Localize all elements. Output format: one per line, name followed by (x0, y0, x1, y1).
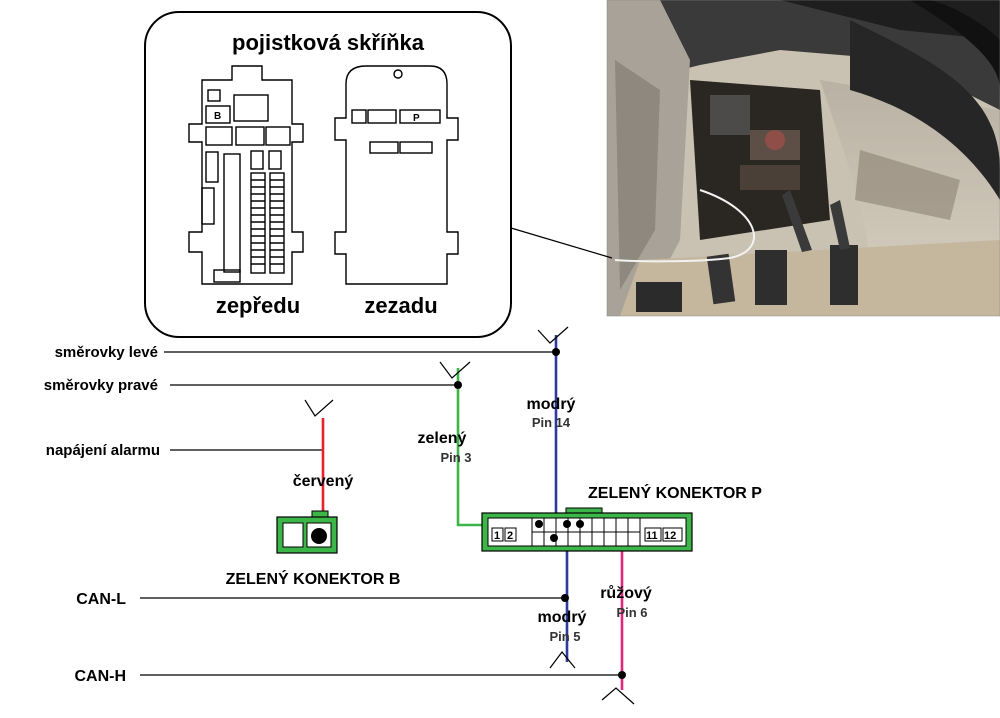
blue-top-wire-pin: Pin 14 (532, 415, 571, 430)
rear-slot-label: P (413, 113, 420, 124)
blue-top-wire-label: modrý (527, 396, 576, 413)
blue-bottom-wire-label: modrý (538, 609, 587, 626)
junction-dots (454, 348, 626, 679)
connector-b-pin-dot (311, 528, 327, 544)
can-l-label: CAN-L (76, 591, 126, 608)
connector-p-title: ZELENÝ KONEKTOR P (588, 483, 762, 502)
connector-p (481, 507, 693, 552)
blue-bottom-wire-pin: Pin 5 (549, 629, 580, 644)
red-wire-break-icon (304, 399, 334, 417)
connector-p-pin-1: 1 (494, 530, 500, 542)
rear-slot-p (399, 109, 441, 124)
car-interior-photo (606, 0, 1000, 317)
fuse-box-panel: pojistková skříňka (144, 11, 512, 338)
connector-b-title: ZELENÝ KONEKTOR B (226, 569, 401, 588)
pink-wire-pin: Pin 6 (616, 605, 647, 620)
green-wire (456, 368, 488, 527)
front-slot-b (205, 105, 231, 124)
green-wire-pin: Pin 3 (440, 450, 471, 465)
red-wire-label: červený (293, 473, 354, 490)
fuse-box-front-view (188, 65, 304, 285)
green-wire-break-icon (439, 361, 471, 379)
blue-wire-bottom-break-icon (549, 651, 576, 669)
connector-p-pin-2: 2 (507, 530, 513, 542)
blue-wire-top-break-icon (537, 326, 569, 344)
left-turn-label: směrovky levé (55, 344, 158, 361)
can-h-label: CAN-H (74, 668, 126, 685)
harness-lines (140, 351, 622, 676)
fuse-box-rear-view (334, 65, 459, 285)
right-turn-label: směrovky pravé (44, 377, 158, 394)
front-slot-label: B (214, 111, 221, 122)
connector-p-pin-dots (535, 520, 584, 542)
connector-p-pin-12: 12 (664, 530, 676, 542)
green-wire-label: zelený (418, 430, 467, 447)
leader-line (510, 227, 613, 259)
fuse-box-frame (144, 11, 512, 338)
pink-wire-break-icon (601, 687, 635, 705)
pink-wire-label: růžový (600, 585, 652, 602)
connector-b (276, 510, 338, 554)
rear-view-label: zezadu (364, 293, 437, 318)
connector-p-pin-11: 11 (646, 530, 658, 542)
fuse-box-title: pojistková skříňka (232, 30, 425, 55)
alarm-power-label: napájení alarmu (46, 442, 160, 459)
front-view-label: zepředu (216, 293, 300, 318)
